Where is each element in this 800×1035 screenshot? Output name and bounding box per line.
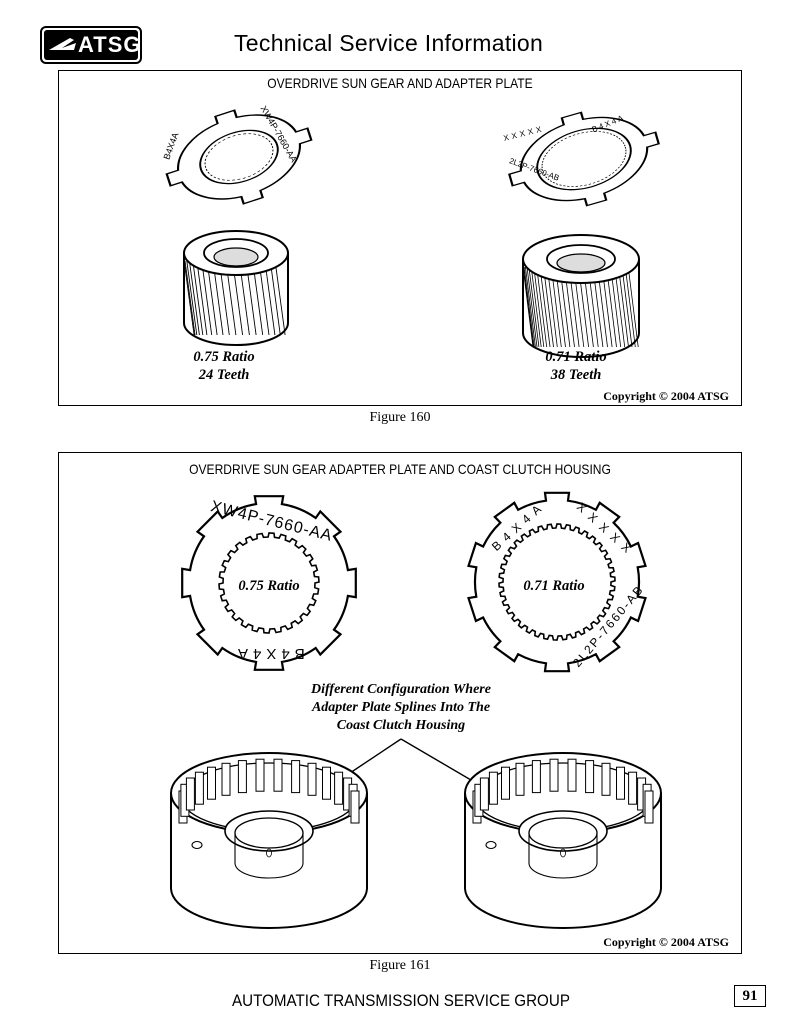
- right-gear-ratio-label: 0.71 Ratio 38 Teeth: [521, 348, 631, 384]
- left-gear-teeth: 24 Teeth: [198, 367, 250, 383]
- right-gear-teeth: 38 Teeth: [550, 367, 602, 383]
- annotation-line-1: Different Configuration Where: [311, 682, 491, 697]
- right-sun-gear-drawing: [522, 234, 640, 358]
- right-adapter-plate-drawing: [508, 111, 660, 207]
- logo-text: ATSG: [78, 32, 142, 57]
- left-gear-ratio-label: 0.75 Ratio 24 Teeth: [169, 348, 279, 384]
- left-gear-ratio: 0.75 Ratio: [193, 349, 255, 365]
- footer-text: AUTOMATIC TRANSMISSION SERVICE GROUP: [232, 992, 570, 1010]
- left-sun-gear-drawing: [183, 230, 289, 346]
- atsg-logo-icon: [40, 26, 142, 64]
- configuration-annotation: Different Configuration Where Adapter Pl…: [271, 681, 531, 735]
- right-flat-adapter-plate: [467, 491, 647, 673]
- figure-160-panel: OVERDRIVE SUN GEAR AND ADAPTER PLATE XW4…: [58, 70, 742, 406]
- figure-161-panel: OVERDRIVE SUN GEAR ADAPTER PLATE AND COA…: [58, 452, 742, 954]
- left-coast-clutch-housing: [170, 752, 368, 929]
- left-flat-plate-ratio: 0.75 Ratio: [238, 578, 300, 594]
- annotation-line-3: Coast Clutch Housing: [336, 718, 466, 733]
- right-flat-plate-ratio: 0.71 Ratio: [523, 578, 585, 594]
- right-coast-clutch-housing: [464, 752, 662, 929]
- atsg-logo: ATSG: [40, 26, 142, 64]
- page-number: 91: [734, 985, 766, 1007]
- page-title: Technical Service Information: [234, 30, 544, 56]
- figure-160-title: OVERDRIVE SUN GEAR AND ADAPTER PLATE: [267, 75, 533, 91]
- annotation-line-2: Adapter Plate Splines Into The: [311, 700, 491, 715]
- figure-160-copyright: Copyright © 2004 ATSG: [603, 389, 729, 403]
- figure-161-title: OVERDRIVE SUN GEAR ADAPTER PLATE AND COA…: [189, 461, 611, 477]
- right-gear-ratio: 0.71 Ratio: [545, 349, 607, 365]
- left-flat-adapter-plate: [181, 495, 357, 671]
- figure-161-copyright: Copyright © 2004 ATSG: [603, 935, 729, 949]
- figure-161-caption: Figure 161: [369, 958, 431, 973]
- left-adapter-plate-drawing: [165, 109, 313, 205]
- figure-160-caption: Figure 160: [369, 410, 431, 425]
